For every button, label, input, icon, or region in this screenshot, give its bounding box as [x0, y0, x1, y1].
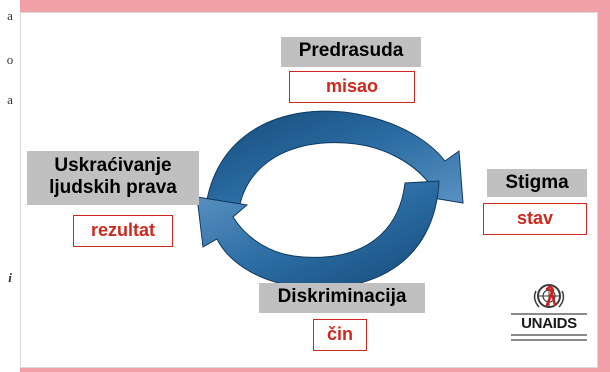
- red-ribbon-icon: [545, 286, 557, 307]
- unaids-logo: UNAIDS: [511, 281, 587, 353]
- node-right-label: Stigma: [487, 169, 587, 197]
- un-emblem-icon: [533, 284, 565, 308]
- logo-wordmark: UNAIDS: [521, 315, 577, 332]
- node-top-value: misao: [289, 71, 415, 103]
- logo-fineprint-line: [511, 313, 587, 315]
- margin-fragment: a: [7, 92, 13, 107]
- diagram-slide: Predrasuda misao Stigma stav Uskraćivanj…: [20, 12, 598, 368]
- left-margin-strip: a o a i: [0, 0, 20, 372]
- logo-fineprint-line: [511, 334, 587, 336]
- node-left-label-line1: Uskraćivanje: [54, 155, 172, 176]
- margin-fragment: a: [7, 8, 13, 23]
- margin-fragment: o: [6, 52, 14, 67]
- cycle-arrow-icon: [196, 180, 440, 289]
- logo-fineprint-line: [511, 339, 587, 341]
- node-bottom-value: čin: [313, 319, 367, 351]
- node-top-label: Predrasuda: [281, 37, 421, 67]
- node-bottom-label: Diskriminacija: [259, 283, 425, 313]
- node-left-value: rezultat: [73, 215, 173, 247]
- node-right-value: stav: [483, 203, 587, 235]
- node-left-label-line2: ljudskih prava: [49, 177, 177, 198]
- node-left-label: Uskraćivanje ljudskih prava: [27, 151, 199, 205]
- margin-fragment: i: [8, 270, 12, 285]
- cycle-arrows: [196, 110, 464, 289]
- cycle-arrow-icon: [204, 110, 464, 214]
